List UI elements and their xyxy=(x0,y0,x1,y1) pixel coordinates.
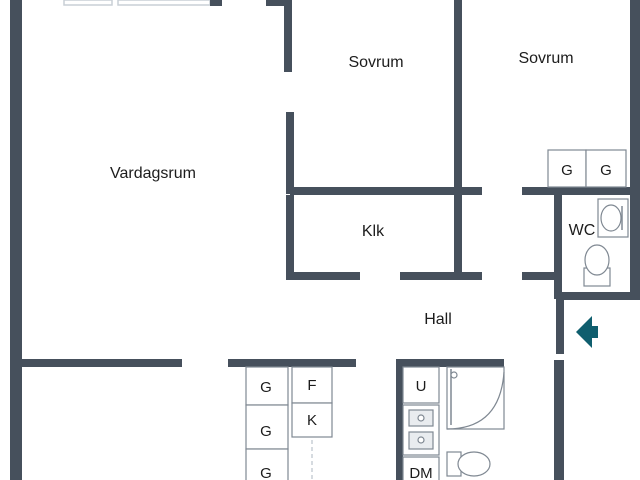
room-label-klk: Klk xyxy=(362,223,385,240)
shower xyxy=(446,366,505,430)
wardrobe-label: G xyxy=(561,162,573,179)
hall-wardrobes: G G G xyxy=(245,366,289,480)
wall-bath-top xyxy=(396,359,504,367)
bath-units: U DM xyxy=(402,366,440,480)
room-label-sovrum-2: Sovrum xyxy=(518,50,573,67)
wall-left xyxy=(10,0,22,480)
wardrobe-label: G xyxy=(260,465,272,480)
wall-top-stub-1 xyxy=(210,0,222,6)
wall-top-stub-2 xyxy=(266,0,284,6)
wall-right-step xyxy=(556,292,640,300)
wall-wc-left xyxy=(554,195,562,299)
hall-units: F K xyxy=(291,366,333,480)
wall-closet-bottom-left xyxy=(286,272,360,280)
bedroom-wardrobes: G G xyxy=(547,149,627,188)
wall-closet-left xyxy=(286,195,294,279)
unit-label: DM xyxy=(409,465,432,480)
room-label-hall: Hall xyxy=(424,311,452,328)
wall-wc-bottom xyxy=(522,272,562,280)
window-top xyxy=(63,0,211,6)
unit-label: F xyxy=(307,377,316,394)
wall-closet-right xyxy=(454,195,462,279)
unit-label: K xyxy=(307,412,317,429)
wall-right-lower xyxy=(554,360,564,480)
wc-toilet xyxy=(583,244,611,287)
wardrobe-label: G xyxy=(600,162,612,179)
room-label-wc: WC xyxy=(569,222,596,239)
wall-bedroom1-bottom xyxy=(290,187,482,195)
wardrobe-label: G xyxy=(260,423,272,440)
wall-right-upper xyxy=(630,0,640,300)
bath-toilet xyxy=(446,451,491,477)
wall-bedroom1-left-lower xyxy=(286,112,294,194)
wc-sink xyxy=(597,198,629,238)
wall-closet-bottom-right xyxy=(400,272,482,280)
room-label-vardagsrum: Vardagsrum xyxy=(110,165,196,182)
room-label-sovrum-1: Sovrum xyxy=(348,54,403,71)
wall-living-bottom-left xyxy=(22,359,182,367)
wall-right-doorpost xyxy=(556,292,564,354)
wall-bedroom2-bottom xyxy=(522,187,632,195)
unit-label: U xyxy=(416,378,427,395)
wall-bedroom1-left-upper xyxy=(284,0,292,72)
wardrobe-label: G xyxy=(260,379,272,396)
wall-bath-left xyxy=(396,367,403,480)
wall-living-bottom-right xyxy=(228,359,356,367)
wall-bedroom2-left xyxy=(454,0,462,195)
entrance-arrow-icon xyxy=(576,316,598,348)
wall-top-left xyxy=(10,0,22,8)
